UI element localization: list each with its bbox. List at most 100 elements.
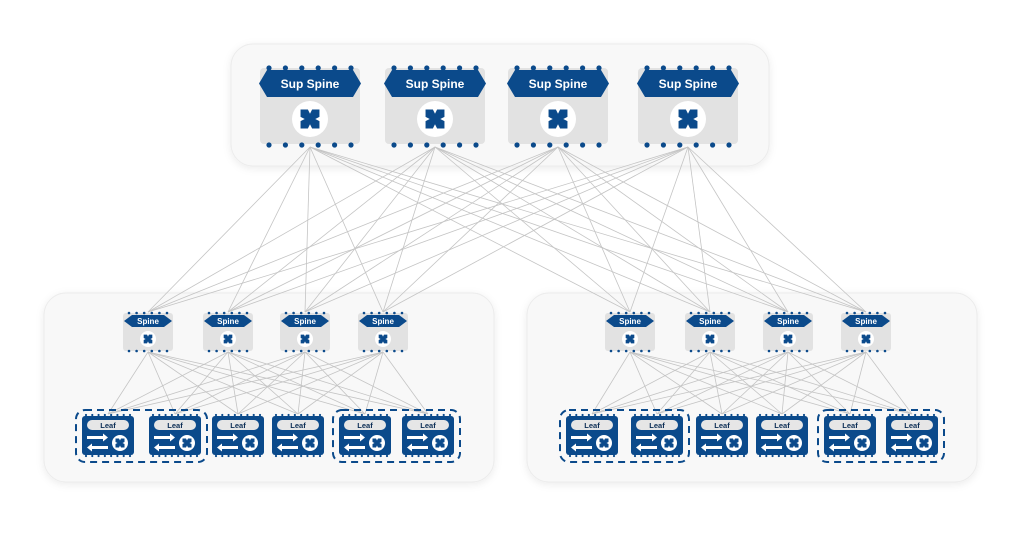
node-banner <box>281 315 329 327</box>
node-label: Spine <box>294 317 316 326</box>
uplink <box>147 146 689 313</box>
leaf-label-pill <box>154 420 196 430</box>
leaf-node: Leaf <box>696 413 748 458</box>
cross-arrows-icon <box>223 334 233 344</box>
uplink <box>227 146 311 313</box>
downlink <box>237 351 384 415</box>
cross-arrows-icon <box>300 334 310 344</box>
spine-node: Spine <box>763 311 813 353</box>
cross-arrows-icon <box>300 109 320 129</box>
spine-node: Spine <box>203 311 253 353</box>
downlink <box>364 351 384 415</box>
downlink <box>107 351 384 415</box>
cross-arrows-icon <box>372 438 382 448</box>
node-label: Leaf <box>714 421 730 430</box>
node-label: Spine <box>137 317 159 326</box>
leaf-node: Leaf <box>402 413 454 458</box>
leaf-label-pill <box>344 420 386 430</box>
node-label: Leaf <box>649 421 665 430</box>
cross-arrows-icon <box>143 334 153 344</box>
downlink <box>107 351 306 415</box>
downlink <box>629 351 851 415</box>
downlink <box>591 351 711 415</box>
downlink <box>147 351 176 415</box>
leaf-label-pill <box>217 420 259 430</box>
node-banner <box>507 70 609 97</box>
downlink <box>656 351 867 415</box>
cross-arrows-icon <box>705 334 715 344</box>
node-label: Sup Spine <box>529 77 588 91</box>
uplink <box>687 146 867 313</box>
super-spine-node: Sup Spine <box>637 65 739 148</box>
uplink <box>382 146 436 313</box>
uplink <box>629 146 689 313</box>
downlink <box>147 351 239 415</box>
uplink <box>227 146 559 313</box>
downlink <box>781 351 789 415</box>
spine-node: Spine <box>685 311 735 353</box>
downlink <box>787 351 851 415</box>
uplink <box>557 146 867 313</box>
bidirectional-arrows-icon <box>277 433 298 452</box>
downlink <box>709 351 851 415</box>
node-label: Leaf <box>904 421 920 430</box>
leaf-label-pill <box>277 420 319 430</box>
bidirectional-arrows-icon <box>344 433 365 452</box>
downlink <box>721 351 867 415</box>
cross-arrows-icon <box>625 334 635 344</box>
node-label: Leaf <box>842 421 858 430</box>
leaf-label-pill <box>87 420 129 430</box>
spine-node: Spine <box>280 311 330 353</box>
uplink <box>557 146 711 313</box>
bidirectional-arrows-icon <box>761 433 782 452</box>
uplink <box>227 146 689 313</box>
uplink <box>434 146 711 313</box>
downlink <box>174 351 229 415</box>
leaf-node: Leaf <box>212 413 264 458</box>
uplink <box>304 146 689 313</box>
bidirectional-arrows-icon <box>407 433 428 452</box>
node-banner <box>259 70 361 97</box>
node-banner <box>384 70 486 97</box>
node-label: Leaf <box>774 421 790 430</box>
downlink <box>629 351 658 415</box>
bidirectional-arrows-icon <box>87 433 108 452</box>
downlink <box>382 351 429 415</box>
node-label: Spine <box>777 317 799 326</box>
links-layer <box>107 146 913 415</box>
node-banner <box>686 315 734 327</box>
super-spine-node: Sup Spine <box>259 65 361 148</box>
downlink <box>656 351 711 415</box>
node-banner <box>842 315 890 327</box>
leaf-label-pill <box>829 420 871 430</box>
node-label: Leaf <box>584 421 600 430</box>
leaf-node: Leaf <box>149 413 201 458</box>
downlink <box>849 351 867 415</box>
downlink <box>297 351 306 415</box>
leaf-node: Leaf <box>824 413 876 458</box>
uplink <box>687 146 711 313</box>
cross-arrows-icon <box>182 438 192 448</box>
downlink <box>629 351 783 415</box>
leaf-node: Leaf <box>566 413 618 458</box>
leaf-node: Leaf <box>272 413 324 458</box>
spine-node: Spine <box>605 311 655 353</box>
cross-arrows-icon <box>861 334 871 344</box>
leaf-node: Leaf <box>756 413 808 458</box>
bidirectional-arrows-icon <box>154 433 175 452</box>
downlink <box>237 351 306 415</box>
spine-node: Spine <box>123 311 173 353</box>
uplink <box>309 146 384 313</box>
node-banner <box>637 70 739 97</box>
leaf-node: Leaf <box>631 413 683 458</box>
downlink <box>227 351 429 415</box>
bidirectional-arrows-icon <box>571 433 592 452</box>
uplink <box>382 146 559 313</box>
downlink <box>709 351 783 415</box>
leaf-label-pill <box>761 420 803 430</box>
downlink <box>304 351 366 415</box>
downlink <box>147 351 299 415</box>
downlink <box>147 351 429 415</box>
leaf-pair-group <box>559 409 690 463</box>
